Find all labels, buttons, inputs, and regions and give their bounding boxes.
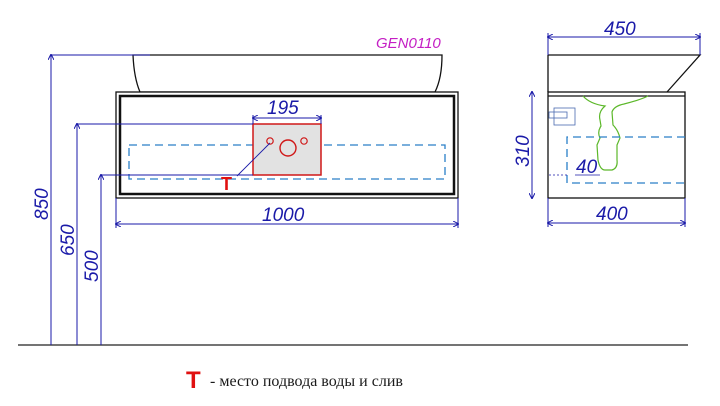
vessel-basin (132, 54, 443, 93)
leader-line (236, 142, 271, 177)
water-inlet-hole (266, 137, 274, 145)
dim-plate-width: 195 (267, 98, 299, 119)
legend-symbol: T (186, 367, 201, 394)
siphon-outline (582, 95, 649, 171)
side-cabinet-outline (547, 91, 686, 199)
plumbing-plate (252, 123, 322, 176)
dim-650: 650 (58, 224, 79, 256)
dim-cabinet-height: 310 (513, 135, 534, 167)
front-view: T 195 1000 850 650 500 (32, 55, 458, 345)
dim-cabinet-depth: 400 (596, 204, 628, 225)
countertop-profile (548, 54, 702, 93)
water-connection-mark: T (221, 174, 232, 194)
side-view: 40 450 310 400 (513, 19, 702, 227)
side-hidden-drawer (566, 136, 685, 184)
dim-width: 1000 (262, 205, 305, 226)
water-inlet-hole (300, 137, 308, 145)
product-code: GEN0110 (376, 35, 441, 52)
legend-text: - место подвода воды и слив (210, 373, 403, 390)
drain-hole (279, 139, 297, 157)
dim-500: 500 (82, 250, 103, 282)
wall-mount-bracket-icon (548, 107, 576, 126)
legend: T - место подвода воды и слив (186, 367, 403, 394)
dim-top-depth: 450 (604, 19, 636, 40)
cabinet-drawer-frame (118, 94, 456, 196)
dim-total-height: 850 (32, 188, 53, 220)
dim-offset: 40 (576, 157, 598, 178)
